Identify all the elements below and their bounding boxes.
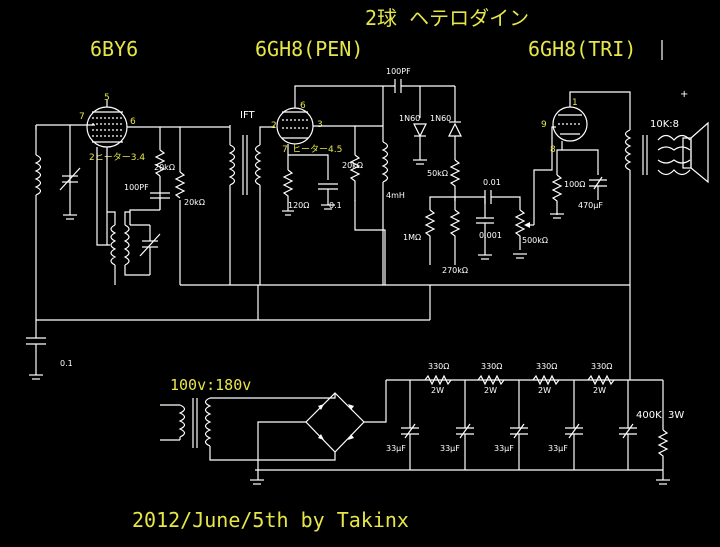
capacitor-100pf-top (382, 79, 455, 126)
filter-stage-3 (510, 374, 560, 470)
pin-tri-8: 8 (550, 145, 556, 155)
footer-signature: 2012/June/5th by Takinx (132, 508, 409, 532)
diode-1n60-b (448, 86, 462, 160)
label-330-2: 330Ω (481, 362, 502, 371)
label-50k: 50kΩ (427, 169, 448, 178)
tube-6gh8-tri (552, 91, 631, 175)
pin-6by6-5: 5 (104, 93, 110, 103)
bleeder-resistor (656, 380, 670, 485)
label-1m: 1MΩ (403, 233, 421, 242)
output-transformer (624, 129, 691, 285)
wiring-6by6 (96, 126, 181, 285)
resistor-50k (429, 159, 485, 210)
pin-pen-7: 7 (282, 145, 288, 155)
label-330-4: 330Ω (591, 362, 612, 371)
label-1n60-a: 1N60 (399, 114, 420, 123)
oscillator-coil (107, 211, 150, 285)
label-33uf-2: 33μF (440, 444, 460, 453)
pin-pen-3: 3 (317, 120, 323, 130)
label-33uf-3: 33μF (494, 444, 514, 453)
label-2w-4: 2W (593, 386, 606, 395)
bridge-rectifier (250, 392, 387, 485)
label-2w-1: 2W (431, 386, 444, 395)
label-001: 0.01 (483, 178, 501, 187)
tube-label-6by6: 6BY6 (90, 37, 138, 61)
label-33uf-1: 33μF (386, 444, 406, 453)
resistor-120 (282, 169, 294, 216)
label-2w-2: 2W (484, 386, 497, 395)
label-330-1: 330Ω (428, 362, 449, 371)
label-20k-c: 20kΩ (342, 161, 363, 170)
label-100: 100Ω (564, 180, 585, 189)
label-33uf-4: 33μF (548, 444, 568, 453)
resistor-270k (449, 197, 461, 265)
label-01-b: 0.1 (60, 359, 73, 368)
ift-transformer (180, 125, 275, 285)
resistor-100 (550, 174, 564, 219)
resistor-20k-b (174, 171, 186, 199)
diagram-title: 2球 ヘテロダイン (365, 6, 529, 30)
label-500k: 500kΩ (522, 236, 548, 245)
label-2w-3: 2W (538, 386, 551, 395)
pin-tri-1: 1 (572, 98, 578, 108)
capacitor-470uf (589, 176, 607, 200)
label-20k-b: 20kΩ (184, 198, 205, 207)
power-rails (35, 125, 663, 471)
speaker (682, 121, 709, 184)
label-transformer: 100v:180v (170, 376, 251, 394)
label-1n60-b: 1N60 (430, 114, 451, 123)
label-4mh: 4mH (386, 191, 405, 200)
tuning-capacitor-2 (130, 224, 161, 275)
label-100pf-osc: 100PF (124, 183, 149, 192)
tuning-capacitor-1 (59, 167, 81, 220)
label-plus: + (680, 89, 688, 100)
resistor-20k-c (349, 154, 361, 201)
label-0001: 0.001 (479, 231, 502, 240)
label-400k: 400K (636, 410, 662, 421)
capacitor-01-b (26, 320, 46, 380)
filter-final-cap (619, 380, 637, 470)
choke-4mh (381, 126, 389, 285)
label-speaker-ratio: 10K:8 (650, 119, 679, 130)
filter-stage-4 (565, 374, 615, 470)
heater-note-pen: ヒーター4.5 (292, 144, 342, 155)
pin-tri-9: 9 (541, 120, 547, 130)
pin-pen-6: 6 (300, 101, 306, 111)
tube-label-6gh8-pen: 6GH8(PEN) (255, 37, 363, 61)
pin-6by6-6: 6 (130, 117, 136, 127)
capacitor-100pf-osc (129, 192, 170, 225)
label-ift: IFT (240, 110, 256, 121)
capacitor-01-a (318, 183, 338, 210)
diode-1n60-a (413, 86, 427, 165)
label-270k: 270kΩ (442, 266, 468, 275)
label-120: 120Ω (288, 201, 309, 210)
power-transformer (160, 393, 336, 461)
tube-label-6gh8-tri: 6GH8(TRI) (528, 37, 636, 61)
filter-stage-1 (401, 374, 452, 470)
pin-pen-2: 2 (271, 121, 277, 131)
filter-stage-2 (456, 374, 505, 470)
wiring-pentode (287, 85, 395, 285)
pin-6by6-7: 7 (79, 112, 85, 122)
label-3w: 3W (668, 410, 684, 421)
label-470uf: 470μF (578, 201, 603, 210)
label-01-a: 0.1 (329, 201, 342, 210)
capacitor-0001 (476, 197, 494, 260)
resistor-1m (424, 209, 436, 265)
label-20k-a: 20kΩ (154, 163, 175, 172)
heater-note-6by6: 2ヒーター3.4 (89, 152, 145, 163)
label-330-3: 330Ω (536, 362, 557, 371)
label-100pf-top: 100PF (386, 67, 411, 76)
